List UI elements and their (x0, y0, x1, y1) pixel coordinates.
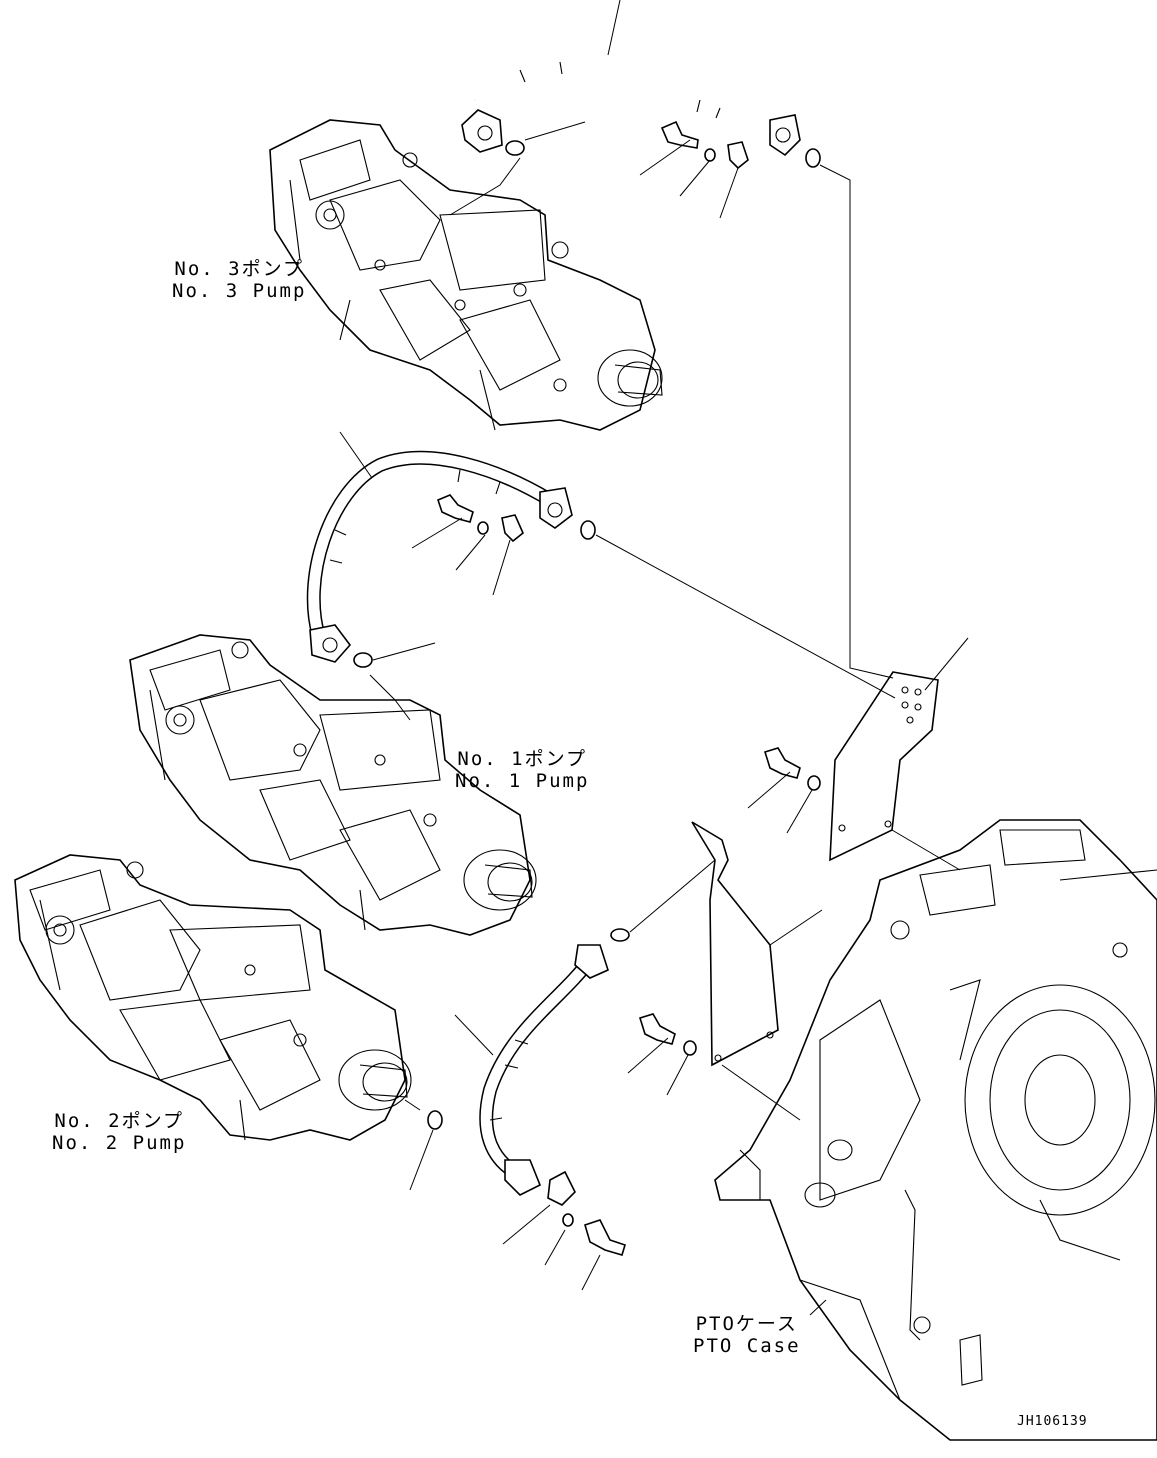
pto-case (714, 819, 1157, 1441)
pump3-label-jp: No. 3ポンプ (174, 258, 304, 280)
pump-no2 (14, 854, 412, 1141)
hose-middle (306, 450, 573, 663)
hose-lower (479, 944, 609, 1196)
drawing-code: JH106139 (1017, 1414, 1088, 1429)
pump-no3 (269, 119, 663, 431)
pto-label: PTOケース PTO Case (693, 1313, 801, 1357)
pump3-label: No. 3ポンプ No. 3 Pump (172, 258, 306, 302)
pump1-label-en: No. 1 Pump (455, 770, 590, 792)
pto-label-en: PTO Case (693, 1335, 801, 1357)
bracket-upper (829, 671, 939, 862)
leader-lines (339, 0, 969, 1316)
pump-no1 (129, 634, 537, 936)
pump3-label-en: No. 3 Pump (172, 280, 307, 302)
pump1-label-jp: No. 1ポンプ (457, 748, 587, 770)
hose-upper (461, 56, 801, 157)
pto-label-jp: PTOケース (695, 1313, 798, 1335)
pump2-label: No. 2ポンプ No. 2 Pump (52, 1110, 186, 1154)
pump2-label-jp: No. 2ポンプ (54, 1110, 184, 1132)
bracket-lower (691, 821, 779, 1067)
pump1-label: No. 1ポンプ No. 1 Pump (455, 748, 589, 792)
pump2-label-en: No. 2 Pump (52, 1132, 187, 1154)
fasteners (353, 120, 821, 1256)
